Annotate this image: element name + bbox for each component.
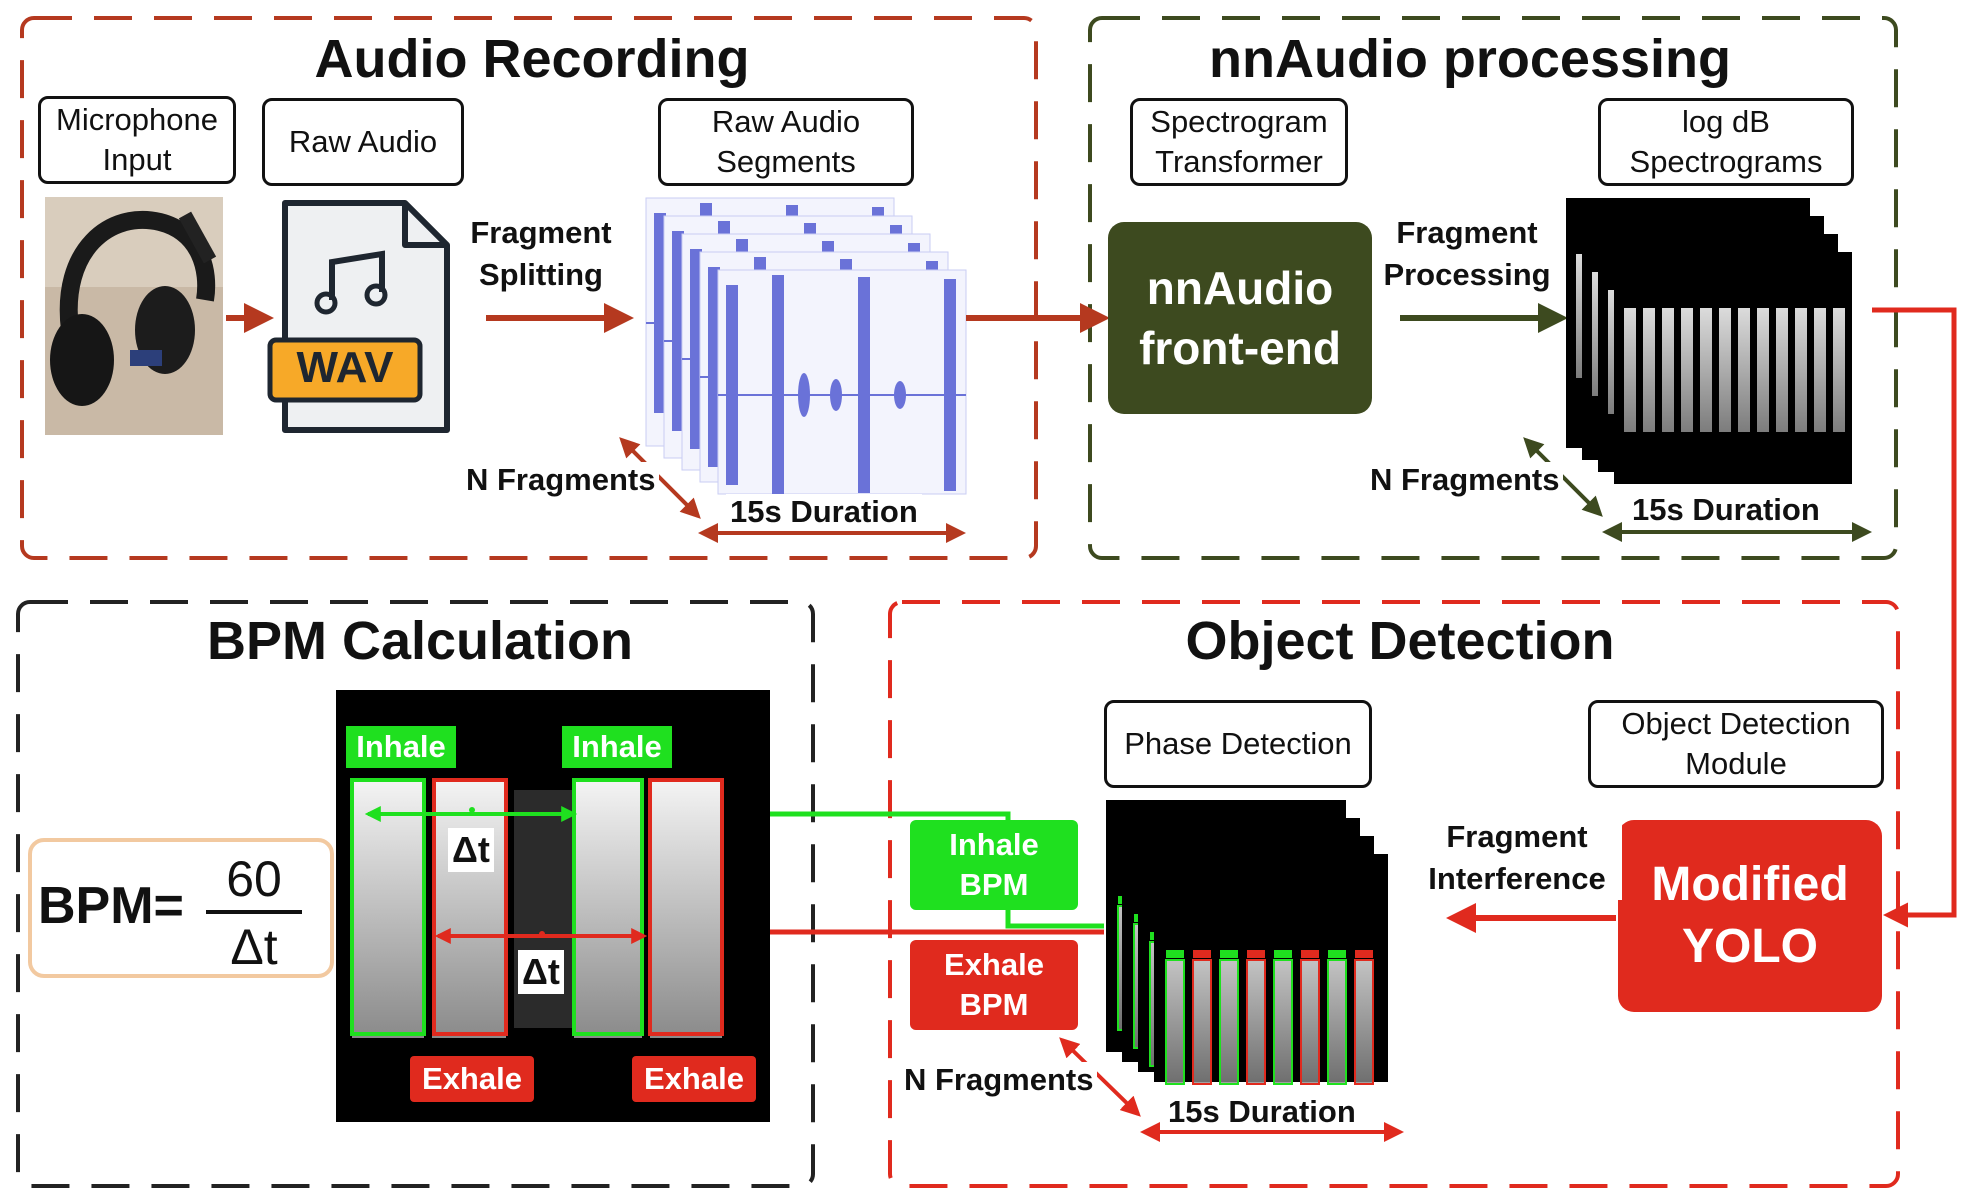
microphone-input-label: Microphone Input: [38, 96, 236, 184]
fragment-splitting-label: Fragment Splitting: [470, 215, 612, 292]
exhale-box-2: [648, 778, 724, 1036]
nnaudio-frame: [1088, 16, 1898, 560]
formula-box: [28, 838, 334, 978]
bpm-title: BPM Calculation: [206, 611, 634, 671]
log-db-spectrograms-label: log dB Spectrograms: [1598, 98, 1854, 186]
waveform-segment: [717, 269, 967, 495]
n-fragments-arrow-det: [1059, 1037, 1141, 1117]
phase-detection-label: Phase Detection: [1104, 700, 1372, 788]
inhale-box-2: [572, 778, 644, 1036]
fragment-processing-label: Fragment Processing: [1383, 215, 1551, 292]
duration-label-rec: 15s Duration: [726, 494, 922, 530]
modified-yolo-block: Modified YOLO: [1618, 820, 1882, 1012]
delta-t-exhale-label: Δt: [518, 950, 564, 994]
log-db-spectrograms: [1566, 198, 1852, 484]
formula-lhs: BPM=: [38, 877, 184, 935]
exhale-box-1: [432, 778, 508, 1036]
formula-numerator: 60: [226, 851, 282, 907]
exhale-tag-2: Exhale: [632, 1056, 756, 1102]
n-fragments-label-nn: N Fragments: [1366, 462, 1564, 498]
nnaudio-frontend-block: nnAudio front-end: [1108, 222, 1372, 414]
duration-label-nn: 15s Duration: [1628, 492, 1824, 528]
detection-thumbnail: [1154, 854, 1388, 1085]
duration-label-det: 15s Duration: [1164, 1094, 1360, 1130]
object-detection-module-label: Object Detection Module: [1588, 700, 1884, 788]
formula-denominator: Δt: [230, 919, 278, 975]
inhale-tag-1: Inhale: [346, 726, 456, 768]
n-fragments-label-det: N Fragments: [900, 1062, 1098, 1098]
spectrogram-to-yolo-connector: [1872, 307, 1957, 928]
wav-file-icon: [267, 200, 450, 433]
raw-audio-segments-label: Raw Audio Segments: [658, 98, 914, 186]
detection-title: Object Detection: [1185, 611, 1615, 671]
n-fragments-arrow-rec: [619, 437, 701, 519]
headset-image: [45, 197, 223, 435]
bpm-frame: [16, 600, 815, 1188]
fragment-interference-label: Fragment Interference: [1412, 816, 1622, 900]
inhale-box-1: [350, 778, 426, 1036]
recording-title: Audio Recording: [314, 29, 750, 89]
raw-audio-label: Raw Audio: [262, 98, 464, 186]
spectrogram-transformer-label: Spectrogram Transformer: [1130, 98, 1348, 186]
exhale-bpm-tag: Exhale BPM: [910, 940, 1078, 1030]
wav-label: WAV: [296, 343, 394, 392]
delta-t-inhale-label: Δt: [448, 828, 494, 872]
n-fragments-label-rec: N Fragments: [462, 462, 660, 498]
recording-frame: [20, 16, 1038, 560]
inhale-bpm-tag: Inhale BPM: [910, 820, 1078, 910]
spectrogram-thumbnail: [1614, 252, 1852, 484]
raw-audio-segments: [645, 197, 967, 495]
nnaudio-title: nnAudio processing: [1208, 29, 1732, 89]
phase-detection-stack: [1106, 800, 1388, 1085]
exhale-tag-1: Exhale: [410, 1056, 534, 1102]
inhale-tag-2: Inhale: [562, 726, 672, 768]
detection-frame: [888, 600, 1900, 1188]
